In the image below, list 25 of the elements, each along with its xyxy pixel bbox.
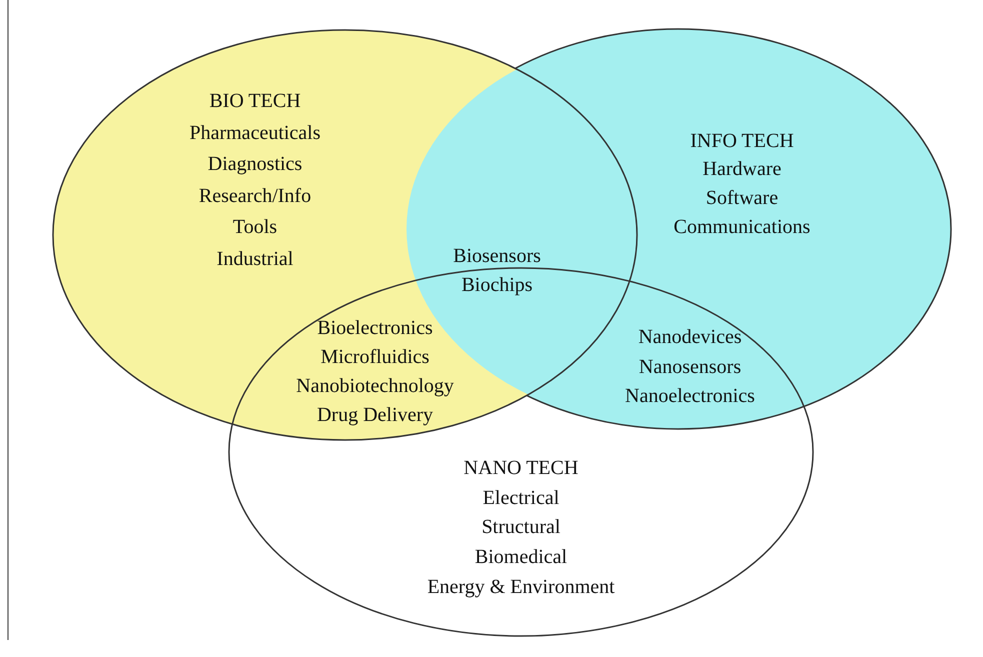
set-item: Software xyxy=(706,186,778,210)
overlap-item: Nanosensors xyxy=(638,355,742,379)
set-item: Research/Info xyxy=(198,184,312,208)
set-heading: NANO TECH xyxy=(464,456,578,480)
set-item: Energy & Environment xyxy=(427,575,615,599)
set-item: Tools xyxy=(232,215,278,239)
overlap-item: Microfluidics xyxy=(320,345,430,369)
venn-ellipse xyxy=(228,267,814,637)
set-item: Industrial xyxy=(216,247,294,271)
overlap-item: Nanodevices xyxy=(638,325,742,349)
overlap-item: Nanobiotechnology xyxy=(296,374,454,398)
set-item: Structural xyxy=(482,515,560,539)
set-item: Hardware xyxy=(702,157,782,181)
overlap-item: Biochips xyxy=(461,273,533,297)
set-item: Diagnostics xyxy=(208,152,302,176)
set-heading: BIO TECH xyxy=(209,89,301,113)
overlap-item: Nanoelectronics xyxy=(625,384,755,408)
overlap-item: Biosensors xyxy=(453,244,541,268)
set-item: Electrical xyxy=(482,486,560,510)
set-heading: INFO TECH xyxy=(690,129,794,153)
set-item: Pharmaceuticals xyxy=(189,121,321,145)
overlap-item: Bioelectronics xyxy=(317,316,433,340)
overlap-item: Drug Delivery xyxy=(316,403,434,427)
set-item: Communications xyxy=(674,215,810,239)
set-item: Biomedical xyxy=(474,545,568,569)
